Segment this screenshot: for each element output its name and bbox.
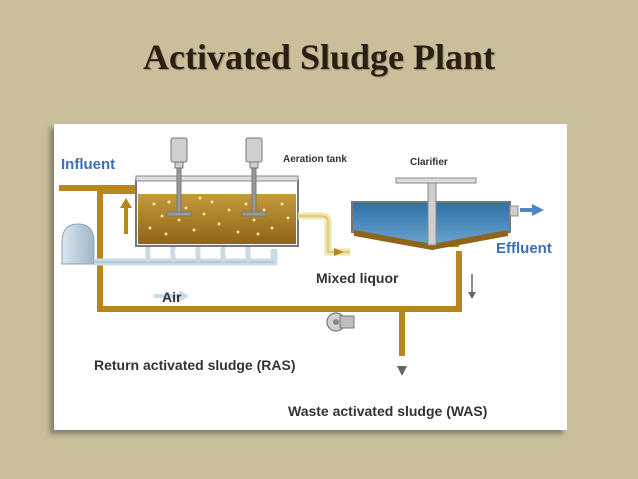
influent-label: Influent [61,156,116,173]
aeration-tank-label: Aeration tank [283,154,347,165]
slide-title: Activated Sludge Plant [142,37,495,77]
mixed-liquor-pipe-edge [298,215,350,253]
aeration-tank-sludge [138,194,296,244]
mixer-right [241,137,267,217]
clarifier-label: Clarifier [410,157,448,168]
tank-flow-arrow [120,198,132,234]
air-label: Air [162,289,182,305]
clarifier-weir [509,205,519,217]
ras-label: Return activated sludge (RAS) [94,357,296,373]
mixed-liquor-pipe [298,212,350,256]
aeration-tank-walkway [135,175,299,182]
ras-return-pipe [97,188,462,312]
blower [61,223,95,265]
mixed-liquor-arrow [334,248,344,256]
effluent-label: Effluent [496,240,552,257]
air-arrow [154,290,189,302]
was-label: Waste activated sludge (WAS) [288,403,488,419]
diagram-panel: Influent Aeration tank Clarifier Effluen… [54,124,567,430]
ras-pump [326,312,355,332]
mixer-left [166,137,192,217]
clarifier-sludge-blanket [354,230,508,250]
was-arrow [397,366,407,376]
plant-diagram [59,137,544,376]
effluent-arrow [520,204,544,216]
clarifier-center-column [427,182,437,246]
clarifier-bridge [395,177,477,184]
mixed-liquor-label: Mixed liquor [316,270,399,286]
aeration-bubbles [148,196,290,236]
